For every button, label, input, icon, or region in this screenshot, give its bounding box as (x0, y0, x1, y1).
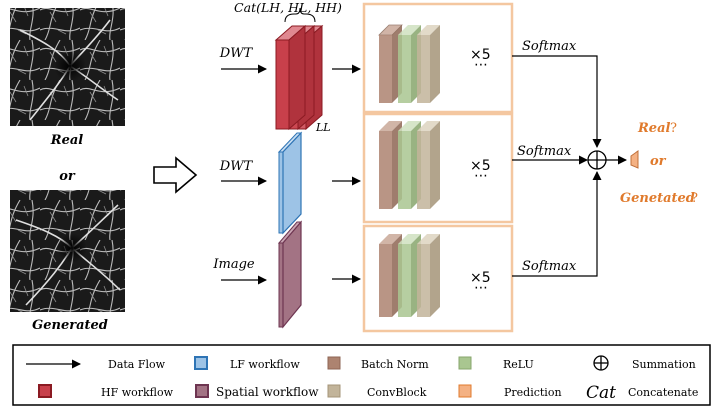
cat-label: Cat(LH, HL, HH) (234, 0, 342, 15)
lf-conv-box (362, 112, 514, 224)
generated-image (10, 190, 125, 312)
hf-dwt-label: DWT (219, 46, 254, 61)
legend-relu-swatch (458, 356, 472, 370)
cat-brace (284, 7, 316, 23)
legend-batch-norm: Batch Norm (361, 358, 429, 371)
spatial-image-label: Image (212, 257, 255, 272)
ll-label: LL (315, 121, 331, 134)
spatial-softmax-label: Softmax (522, 259, 577, 274)
legend: Data Flow LF workflow Batch Norm ReLU Su… (12, 344, 711, 406)
legend-cat-symbol: Cat (586, 383, 616, 403)
legend-lf-workflow: LF workflow (230, 358, 300, 371)
lf-softmax-label: Softmax (517, 144, 572, 159)
legend-conv-block: ConvBlock (367, 386, 427, 399)
legend-concatenate: Concatenate (628, 386, 698, 399)
hf-repeat-label: ×5 (470, 47, 491, 63)
legend-hf-swatch (38, 384, 52, 398)
legend-summation-icon (593, 355, 609, 371)
spatial-dots: ⋯ (474, 280, 488, 296)
generated-label: Generated (32, 318, 108, 333)
legend-spatial-workflow: Spatial workflow (216, 385, 319, 399)
spatial-feature-map (277, 220, 303, 329)
real-label: Real (50, 133, 83, 148)
legend-spatial-swatch (195, 384, 209, 398)
legend-hf-workflow: HF workflow (101, 386, 174, 399)
output-generated-question: ? (691, 191, 698, 206)
hf-dots: ⋯ (474, 57, 488, 73)
legend-summation: Summation (632, 358, 696, 371)
output-or-label: or (650, 154, 667, 169)
legend-lf-swatch (194, 356, 208, 370)
prediction-output (630, 150, 639, 169)
real-image (10, 8, 125, 126)
spatial-softmax-line (512, 171, 602, 277)
hf-feature-maps (274, 24, 324, 131)
output-generated-label: Genetated (620, 191, 695, 206)
spatial-repeat-label: ×5 (470, 270, 491, 286)
spatial-conv-box (362, 224, 514, 333)
hf-softmax-line (512, 55, 602, 148)
output-real-question: ? (670, 121, 677, 136)
hf-conv-box (362, 2, 514, 114)
lf-repeat-label: ×5 (470, 158, 491, 174)
lf-feature-map (277, 131, 303, 235)
or-label: or (59, 169, 76, 184)
legend-prediction: Prediction (504, 386, 562, 399)
input-arrow-icon (153, 156, 198, 194)
legend-batch-norm-swatch (327, 356, 341, 370)
summation-icon (587, 150, 607, 170)
hf-softmax-label: Softmax (522, 39, 577, 54)
lf-dots: ⋯ (474, 168, 488, 184)
lf-dwt-label: DWT (219, 159, 254, 174)
legend-data-flow: Data Flow (108, 358, 166, 371)
legend-relu: ReLU (503, 358, 534, 371)
output-real-label: Real (637, 121, 670, 136)
legend-prediction-swatch (458, 384, 472, 398)
legend-conv-block-swatch (327, 384, 341, 398)
